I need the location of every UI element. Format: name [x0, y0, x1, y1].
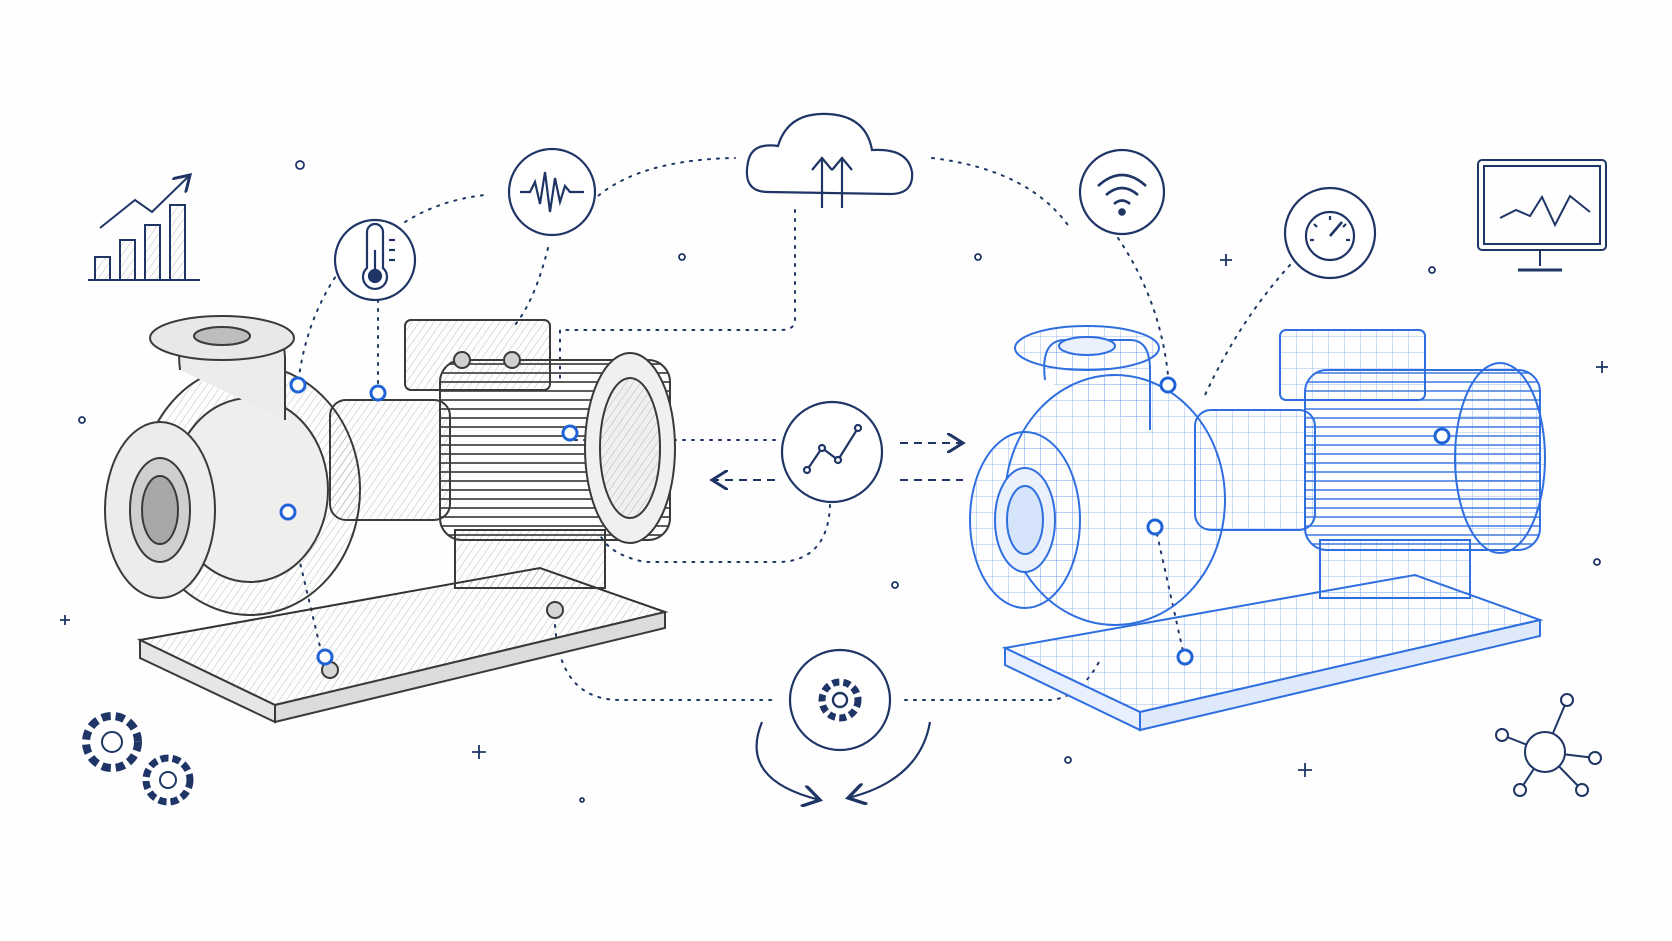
twin-terminal-box: [1279, 329, 1426, 401]
link-temp-to-pump: [297, 269, 341, 386]
link-cloud-down: [559, 209, 796, 381]
cycle-arrow-right: [848, 721, 932, 798]
decor-dots: [60, 160, 1608, 803]
link-vibration-to-motor: [514, 247, 549, 326]
cycle-arrow-left: [755, 721, 820, 800]
sensor-node-coupling: [369, 384, 387, 402]
vibration-node: [507, 147, 597, 237]
waveform-icon: [520, 171, 584, 213]
sensor-node-volute: [279, 503, 297, 521]
pump-terminal-box: [404, 319, 551, 391]
link-temp-to-vibration: [404, 194, 486, 223]
network-hub-icon: [1495, 693, 1602, 797]
thermometer-icon: [361, 222, 395, 290]
digital-twin-pump: [969, 325, 1546, 732]
link-gauge-to-twin: [1204, 264, 1291, 396]
cloud-upload-icon: [745, 112, 914, 196]
gears-icon: [82, 712, 194, 806]
monitor-chart-icon: [1477, 159, 1607, 272]
sensor-node-motor: [561, 424, 579, 442]
gauge-node: [1283, 186, 1377, 280]
wifi-icon: [1097, 173, 1147, 216]
gear-icon: [818, 678, 862, 722]
twin-node-volute: [1146, 518, 1164, 536]
sensor-node-base: [316, 648, 334, 666]
temperature-node: [333, 218, 417, 302]
physical-pump: [104, 315, 676, 724]
bar-chart-trend-icon: [88, 175, 200, 281]
sensor-nodes: [279, 376, 1451, 666]
twin-node-motor: [1433, 427, 1451, 445]
link-analytics-down: [599, 504, 831, 563]
pump-base-side: [274, 610, 666, 724]
line-chart-icon: [802, 423, 863, 475]
link-cloud-to-wifi: [931, 157, 1071, 229]
flow-arrows: [712, 443, 963, 800]
twin-node-volute-top: [1159, 376, 1177, 394]
cloud-node: [745, 112, 914, 208]
twin-node-base: [1176, 648, 1194, 666]
wifi-node: [1078, 148, 1166, 236]
analytics-node: [780, 400, 884, 504]
icon-nodes: [333, 112, 1377, 752]
twin-base-side: [1139, 618, 1541, 732]
link-wifi-to-twin: [1117, 237, 1169, 376]
settings-node: [788, 648, 892, 752]
gauge-icon: [1304, 210, 1356, 262]
sensor-node-volute-top: [289, 376, 307, 394]
twin-motor-fan-cover: [1454, 362, 1546, 554]
link-vibration-to-cloud: [579, 157, 736, 216]
